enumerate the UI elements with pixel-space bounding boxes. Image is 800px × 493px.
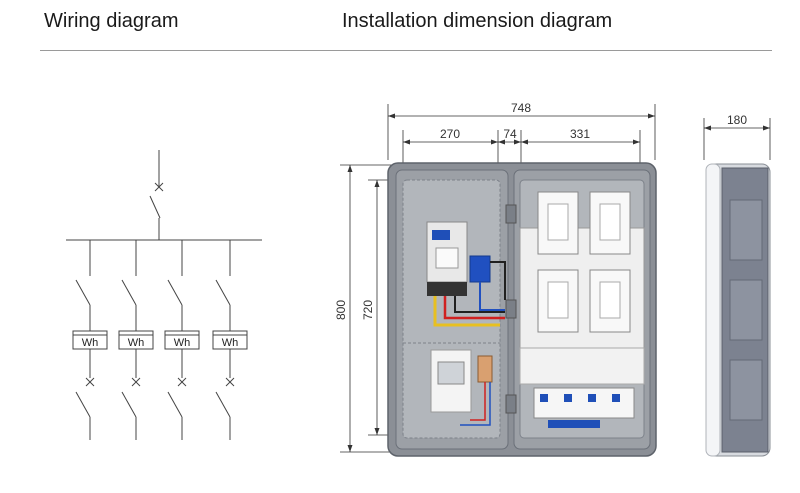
main-switch-blade: [149, 195, 161, 219]
dim-total-width: 748: [511, 101, 531, 115]
dimension-arrows: [347, 113, 770, 452]
dim-depth: 180: [727, 113, 747, 127]
wiring-diagram-title: Wiring diagram: [44, 10, 179, 32]
branch-switch-4: [215, 279, 231, 306]
dim-middle-width: 74: [503, 127, 517, 141]
branch-switch-1: [75, 279, 91, 306]
dim-inner-height: 720: [361, 300, 375, 320]
meter-label-4: Wh: [222, 337, 239, 349]
header-divider: [40, 50, 772, 51]
meter-label-1: Wh: [82, 337, 99, 349]
dim-right-width: 331: [570, 127, 590, 141]
branch-x-b-1: [85, 377, 95, 387]
wiring-diagram: [66, 150, 262, 241]
enclosure-side-view: [705, 163, 771, 457]
branch-switch-lower-4: [215, 391, 231, 418]
installation-diagram-title: Installation dimension diagram: [342, 10, 613, 32]
branch-switch-lower-2: [121, 391, 137, 418]
branch-circuits: Wh Wh Wh Wh: [72, 240, 248, 440]
meter-label-2: Wh: [128, 337, 145, 349]
branch-x-b-4: [225, 377, 235, 387]
branch-x-b-3: [177, 377, 187, 387]
dim-total-height: 800: [334, 300, 348, 320]
branch-switch-lower-1: [75, 391, 91, 418]
branch-switch-lower-3: [167, 391, 183, 418]
terminal-block: [469, 255, 491, 283]
branch-switch-3: [167, 279, 183, 306]
meter-label-3: Wh: [174, 337, 191, 349]
dim-left-width: 270: [440, 127, 460, 141]
main-x-mark-2: [154, 182, 164, 192]
branch-switch-2: [121, 279, 137, 306]
dimension-lines: [340, 104, 771, 453]
enclosure-front-view: [387, 162, 657, 457]
branch-breakers: [533, 387, 635, 419]
branch-x-b-2: [131, 377, 141, 387]
